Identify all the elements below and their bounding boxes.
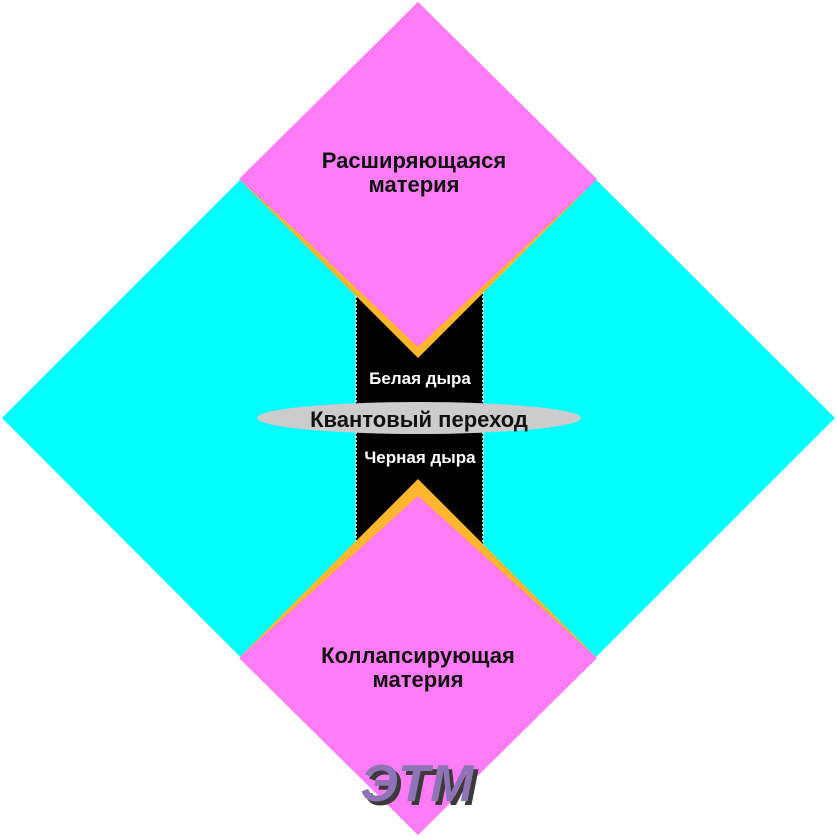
collapsing-matter-label-line2: материя — [372, 667, 463, 692]
expanding-matter-label-line2: материя — [368, 172, 459, 197]
collapsing-matter-fill — [239, 496, 597, 835]
expanding-matter-fill — [239, 2, 597, 341]
quantum-transition-lens — [257, 402, 581, 434]
expanding-matter-label-line1: Расширяющаяся — [322, 148, 506, 173]
white-hole-label: Белая дыра — [369, 369, 471, 388]
black-hole-label: Черная дыра — [364, 448, 476, 467]
etm-logo: ЭТМ ЭТМ — [360, 755, 479, 817]
collapsing-matter-label-line1: Коллапсирующая — [321, 643, 515, 668]
quantum-transition-label: Квантовый переход — [310, 407, 528, 432]
etm-logo-shadow: ЭТМ — [364, 759, 479, 817]
etm-logo-text: ЭТМ — [360, 755, 475, 813]
